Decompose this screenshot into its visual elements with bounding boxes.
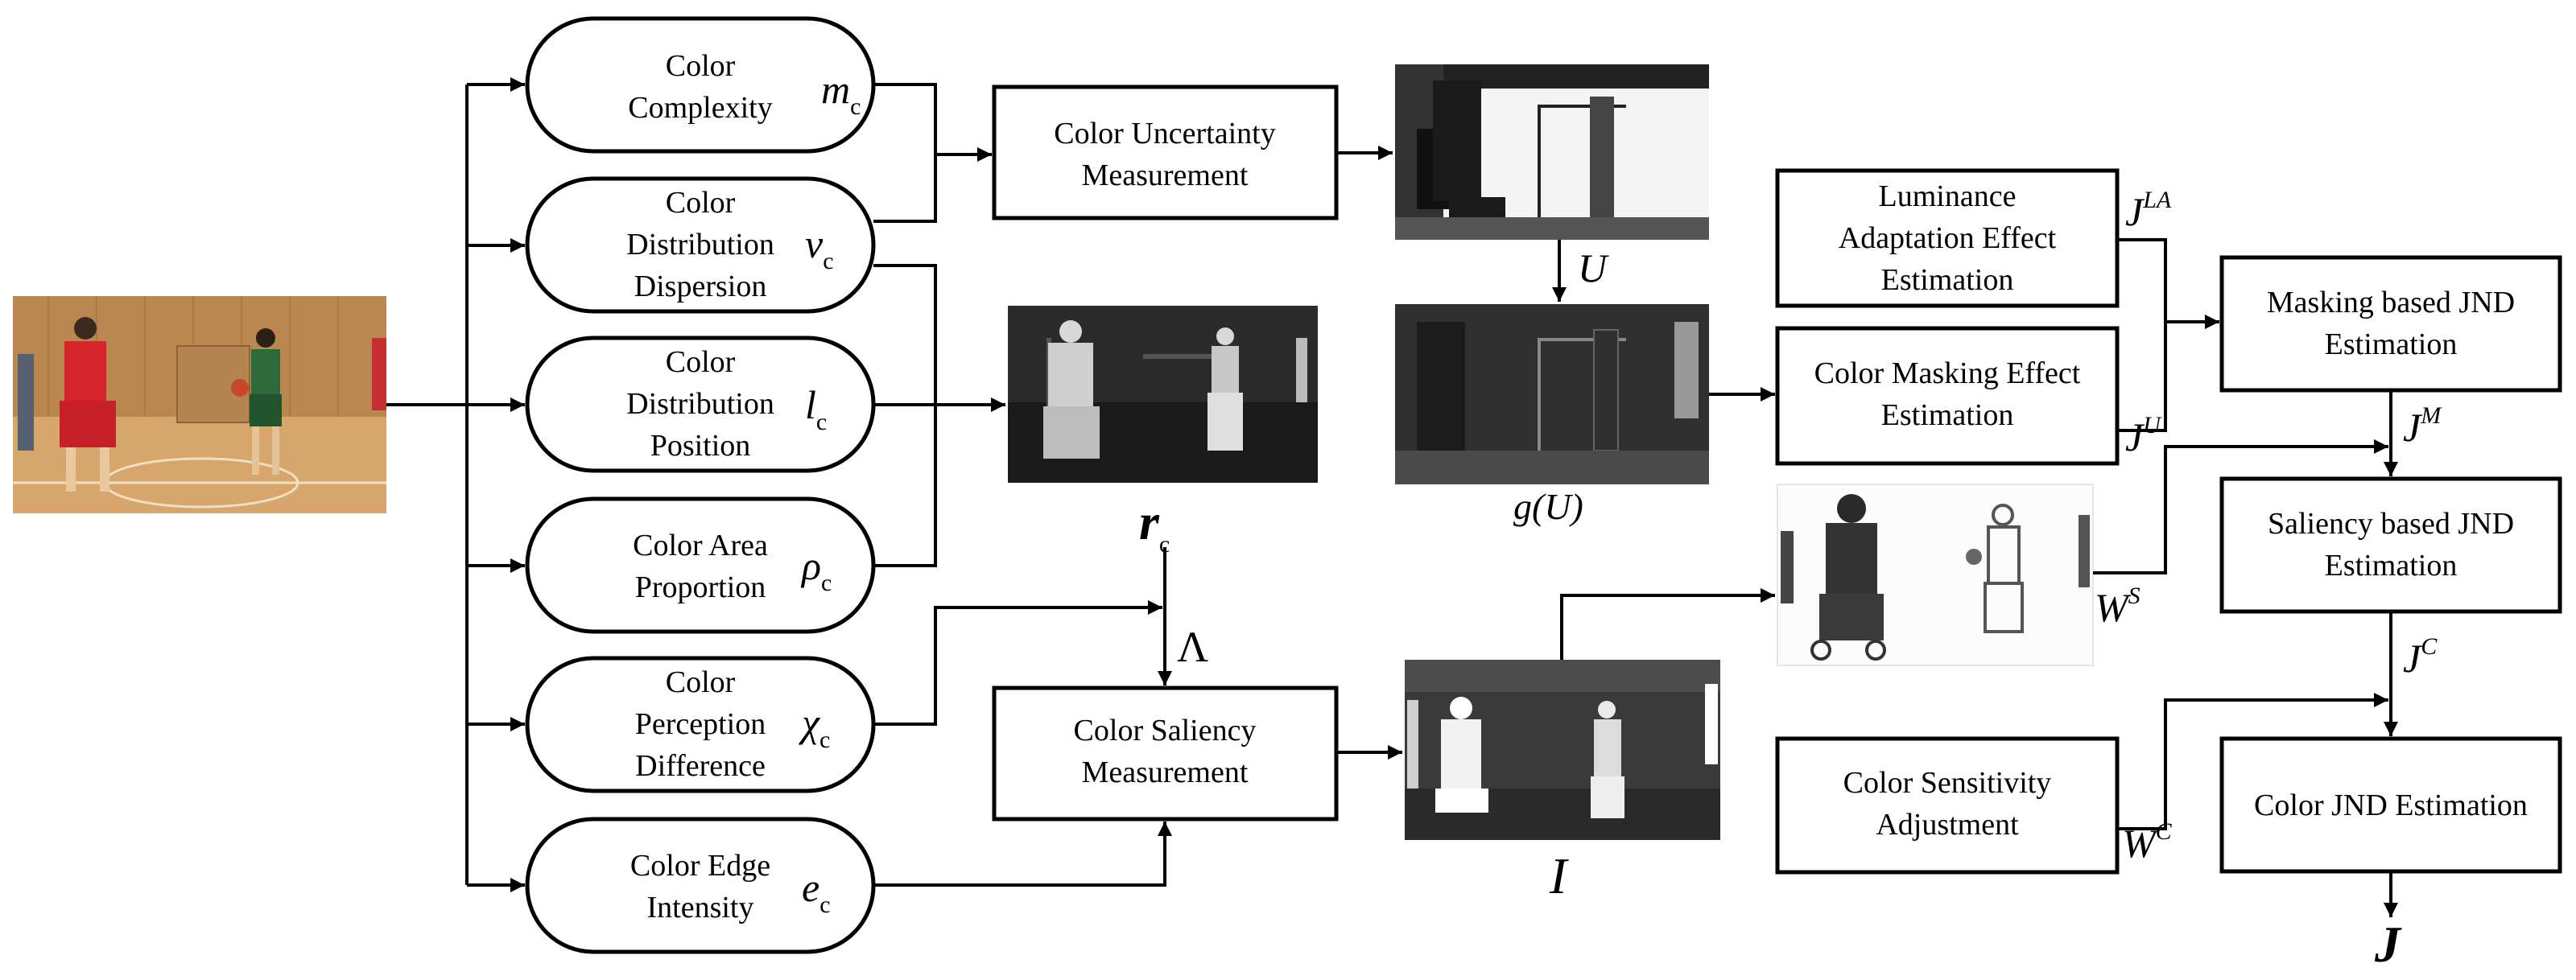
feature-box-4: Color Perception Difference χc [525,656,876,793]
label-r-c: rc [1139,493,1170,558]
svg-text:χc: χc [799,700,830,753]
sensitivity-label-b: Adjustment [1876,808,2019,842]
svg-text:lc: lc [805,382,827,435]
label-J-M: JM [2403,402,2442,450]
sensitivity-box: Color Sensitivity Adjustment [1775,736,2120,875]
luminance-label-a: Luminance [1879,179,2017,213]
saliency-box: Color Saliency Measurement [992,686,1339,821]
saliency-map-image [1405,660,1720,840]
feature-sub-4: c [819,727,830,753]
feature-symbol-2: l [805,382,816,427]
feature-label-0a: Color [666,49,736,83]
input-fanout [386,77,525,892]
svg-text:mc: mc [821,67,861,120]
saliency-jnd-label-a: Saliency based JND [2268,507,2514,541]
label-I: I [1549,847,1569,904]
feature-label-5b: Intensity [647,891,754,924]
label-J-U: JU [2125,412,2162,459]
label-J-output: J [2374,916,2402,973]
feature-label-4b: Perception [635,707,766,741]
feature-label-0b: Complexity [628,91,772,125]
feature-sub-1: c [823,248,833,274]
feature-label-1b: Distribution [626,228,774,261]
saliency-label-a: Color Saliency [1074,714,1257,747]
saliency-jnd-label-b: Estimation [2325,549,2458,583]
feature-box-3: Color Area Proportion ρc [525,496,876,634]
uncertainty-label-b: Measurement [1082,159,1249,192]
masking-weight-map-image [1395,304,1709,484]
feature-label-4c: Difference [635,749,766,783]
connectors [873,83,2398,917]
uncertainty-label-a: Color Uncertainty [1054,117,1275,150]
saliency-label-b: Measurement [1082,756,1249,789]
feature-label-2a: Color [666,345,736,379]
label-lambda: Λ [1177,623,1208,671]
feature-symbol-0: m [821,67,850,112]
label-W-S: WS [2095,583,2140,630]
masking-effect-box: Color Masking Effect Estimation [1775,326,2120,466]
sensitivity-label-a: Color Sensitivity [1843,766,2052,800]
uncertainty-map-image [1395,64,1709,240]
feature-sub-3: c [821,570,832,596]
feature-symbol-5: e [802,865,819,910]
feature-box-0: Color Complexity mc [525,16,876,154]
feature-label-3a: Color Area [633,529,768,562]
feature-label-1a: Color [666,186,736,220]
color-distribution-map-image [1008,306,1318,483]
saliency-jnd-box: Saliency based JND Estimation [2219,476,2562,614]
label-U: U [1578,245,1609,290]
feature-label-1c: Dispersion [634,270,767,303]
feature-box-1: Color Distribution Dispersion vc [525,176,876,314]
masking-jnd-label-a: Masking based JND [2267,286,2515,319]
label-J-C: JC [2403,633,2438,681]
feature-sub-2: c [816,409,827,435]
saliency-weight-map-image [1777,484,2094,666]
feature-symbol-1: v [805,221,824,266]
feature-sub-0: c [850,93,861,120]
svg-text:ρc: ρc [800,543,832,596]
luminance-label-b: Adaptation Effect [1839,221,2057,255]
masking-jnd-label-b: Estimation [2325,327,2458,361]
feature-label-2c: Position [650,429,751,463]
uncertainty-box: Color Uncertainty Measurement [992,84,1339,220]
feature-box-5: Color Edge Intensity ec [525,817,876,954]
feature-label-3b: Proportion [635,570,766,604]
feature-label-2b: Distribution [626,387,774,421]
label-W-C: WC [2122,818,2173,866]
feature-symbol-3: ρ [800,543,821,588]
feature-label-5a: Color Edge [630,849,770,883]
svg-text:vc: vc [805,221,834,274]
feature-symbol-4: χ [799,700,821,745]
input-photo [13,296,386,513]
luminance-label-c: Estimation [1881,263,2014,297]
color-jnd-box: Color JND Estimation [2219,736,2562,874]
masking-effect-label-a: Color Masking Effect [1814,356,2081,390]
svg-text:ec: ec [802,865,831,918]
feature-label-4a: Color [666,665,736,699]
label-gU: g(U) [1513,486,1583,527]
feature-sub-5: c [819,891,830,918]
feature-box-2: Color Distribution Position lc [525,336,876,473]
color-jnd-label: Color JND Estimation [2254,789,2528,822]
luminance-box: Luminance Adaptation Effect Estimation [1775,168,2120,308]
masking-jnd-box: Masking based JND Estimation [2219,255,2562,393]
masking-effect-label-b: Estimation [1881,398,2014,432]
label-J-LA: JLA [2125,187,2172,234]
